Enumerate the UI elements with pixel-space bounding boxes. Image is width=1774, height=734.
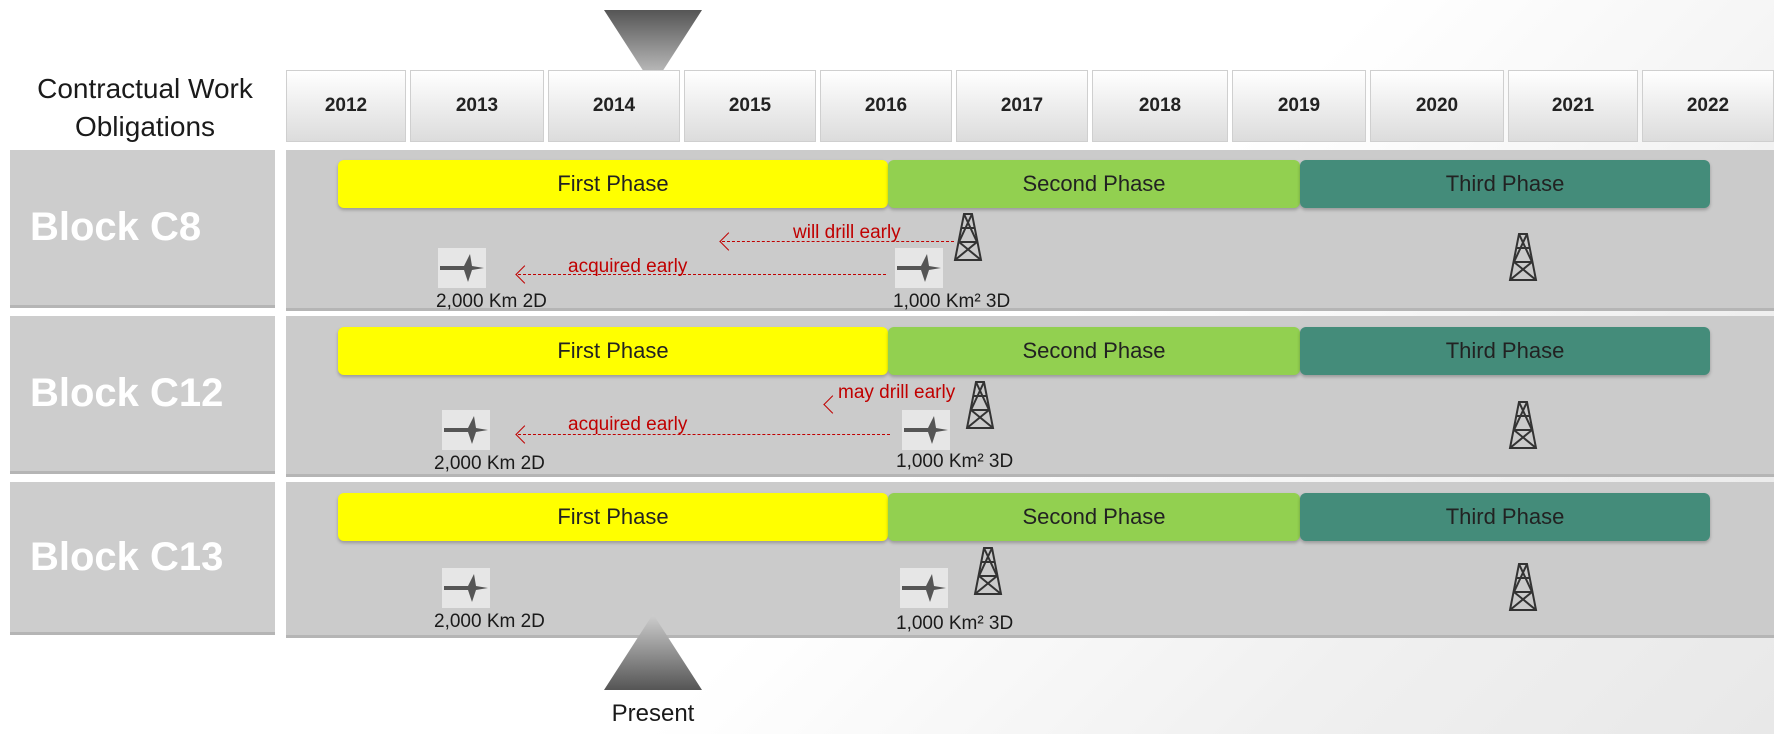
c13-2d-survey-label: 2,000 Km 2D [434,611,545,632]
c13-3d-survey-label: 1,000 Km² 3D [896,613,1014,634]
year-2020: 2020 [1370,70,1504,142]
year-2022: 2022 [1642,70,1774,142]
c12-third-phase: Third Phase [1300,327,1710,375]
c8-second-phase: Second Phase [888,160,1300,208]
c13-drill-rig-icon [973,546,1003,596]
header-label: Contractual Work Obligations [37,73,253,142]
block-label-c12: Block C12 [10,316,275,474]
c13-third-phase-rig-icon [1508,562,1538,612]
c13-3d-survey-icon [900,568,948,608]
year-2016: 2016 [820,70,952,142]
present-marker-top-icon [604,10,702,86]
c12-acquire-note: acquired early [568,414,688,435]
c8-2d-survey-label: 2,000 Km 2D [436,291,547,312]
c12-2d-survey-label: 2,000 Km 2D [434,453,545,474]
c8-drill-arrow [722,241,954,242]
year-2012: 2012 [286,70,406,142]
c12-acquire-arrow [518,434,890,435]
c13-2d-survey-icon [442,568,490,608]
block-label-c8: Block C8 [10,150,275,308]
c12-drill-rig-icon [965,380,995,430]
c8-acquire-arrow [518,274,886,275]
c8-third-phase-rig-icon [1508,232,1538,282]
c13-second-phase: Second Phase [888,493,1300,541]
block-label-c13: Block C13 [10,482,275,635]
c12-first-phase: First Phase [338,327,888,375]
c8-2d-survey-icon [438,248,486,288]
c8-drill-rig-icon [953,212,983,262]
c12-second-phase: Second Phase [888,327,1300,375]
c8-acquire-note: acquired early [568,256,688,277]
present-label: Present [611,700,695,727]
c13-third-phase: Third Phase [1300,493,1710,541]
c8-3d-survey-icon [895,248,943,288]
c12-third-phase-rig-icon [1508,400,1538,450]
year-2013: 2013 [410,70,544,142]
year-2017: 2017 [956,70,1088,142]
c12-3d-survey-label: 1,000 Km² 3D [896,451,1014,472]
c8-third-phase: Third Phase [1300,160,1710,208]
c12-2d-survey-icon [442,410,490,450]
year-2018: 2018 [1092,70,1228,142]
year-2014: 2014 [548,70,680,142]
c8-first-phase: First Phase [338,160,888,208]
c8-drill-note: will drill early [793,222,901,243]
c13-first-phase: First Phase [338,493,888,541]
year-2019: 2019 [1232,70,1366,142]
present-marker-bottom-icon [604,614,702,690]
c12-3d-survey-icon [902,410,950,450]
year-2015: 2015 [684,70,816,142]
c12-drill-note: may drill early [838,382,956,403]
year-2021: 2021 [1508,70,1638,142]
c8-3d-survey-label: 1,000 Km² 3D [893,291,1011,312]
